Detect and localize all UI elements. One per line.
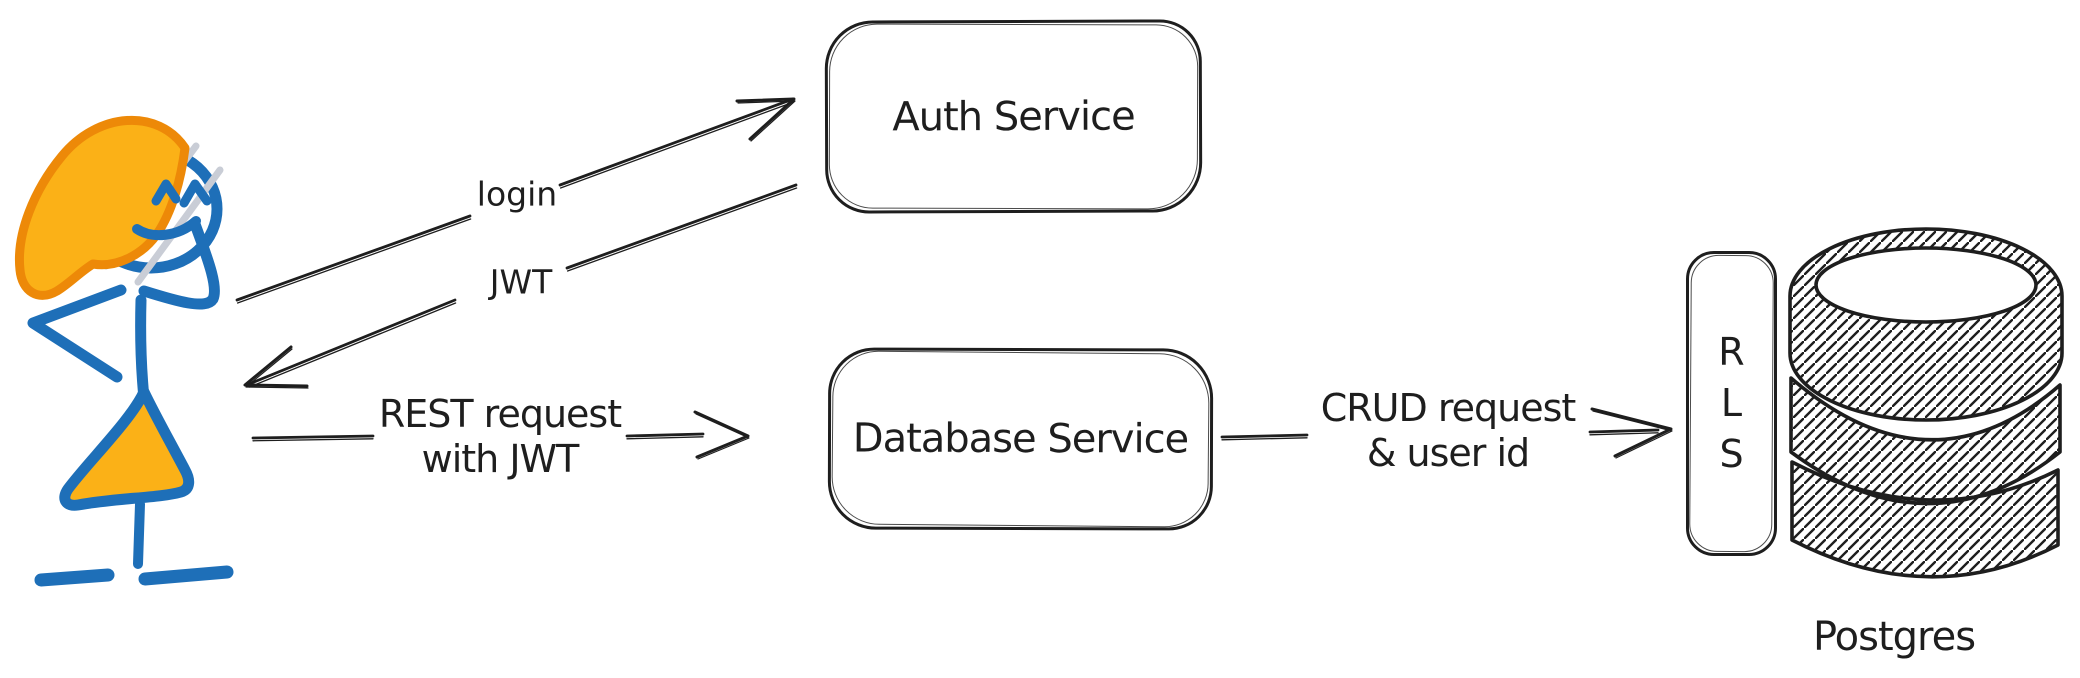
rls-letter-s: S: [1719, 432, 1744, 476]
jwt-arrow: [243, 183, 798, 389]
rest-request-label-line1: REST request: [378, 392, 622, 436]
rest-request-arrow-label: REST request with JWT: [378, 392, 622, 482]
rls-letter-r: R: [1718, 330, 1745, 374]
crud-request-arrow-label: CRUD request & user id: [1320, 386, 1577, 476]
login-arrow-label: login: [476, 174, 558, 214]
postgres-label: Postgres: [1812, 614, 1976, 660]
login-arrow: [235, 97, 796, 304]
crud-request-label-line2: & user id: [1366, 431, 1530, 475]
jwt-arrow-label: JWT: [489, 262, 553, 302]
rest-request-arrow: [251, 410, 750, 460]
rls-gate-node: R L S: [1686, 251, 1777, 556]
rls-letter-l: L: [1720, 381, 1743, 425]
database-service-label: Database Service: [852, 415, 1189, 463]
stick-figure-woman-icon: [14, 115, 234, 587]
database-service-node: Database Service: [827, 347, 1214, 531]
crud-request-arrow: [1220, 407, 1673, 459]
auth-service-label: Auth Service: [892, 93, 1135, 140]
database-cylinder-icon: [1788, 227, 2064, 579]
rest-request-label-line2: with JWT: [421, 437, 580, 481]
crud-request-label-line1: CRUD request: [1320, 386, 1577, 430]
auth-service-node: Auth Service: [824, 19, 1203, 214]
